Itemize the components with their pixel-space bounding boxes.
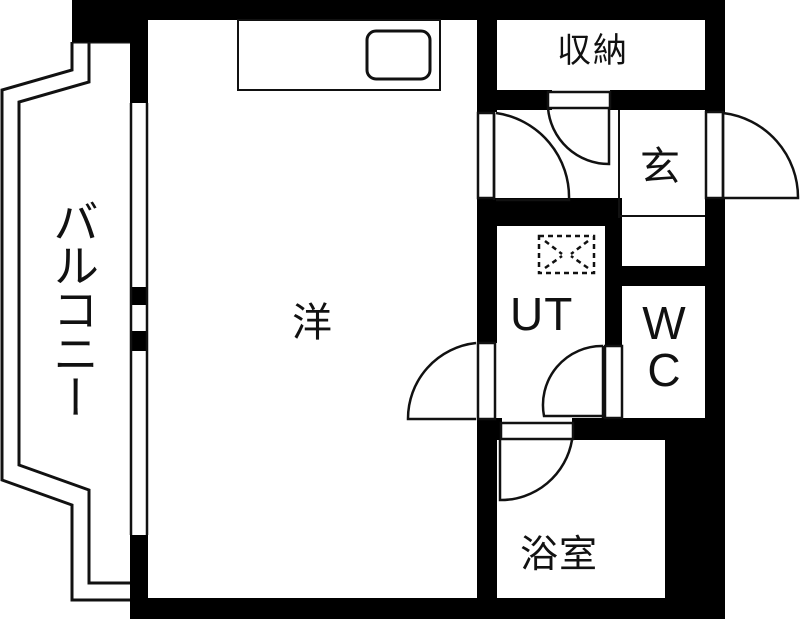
room-label-bath: 浴室	[520, 532, 599, 576]
sink-icon	[365, 29, 432, 81]
exterior-walls	[72, 0, 725, 619]
storage-door[interactable]	[546, 90, 612, 166]
bath-door[interactable]	[498, 421, 575, 502]
room-label-utility: UT	[510, 288, 574, 340]
front-door[interactable]	[704, 110, 800, 200]
wc-door[interactable]	[541, 344, 624, 420]
kitchen-counter	[237, 19, 441, 91]
room-outlines	[237, 19, 705, 218]
room-label-storage: 収納	[557, 31, 629, 71]
room-label-balcony: バルコニー	[46, 198, 100, 418]
balcony-window	[129, 103, 149, 535]
interior-walls	[477, 20, 705, 598]
room-label-genkan: 玄	[640, 144, 680, 190]
washer-space-icon	[537, 234, 596, 275]
hall-door[interactable]	[476, 111, 571, 202]
western-room-door[interactable]	[406, 341, 497, 421]
room-label-toilet: WC	[642, 297, 686, 396]
room-label-western: 洋	[292, 300, 332, 346]
